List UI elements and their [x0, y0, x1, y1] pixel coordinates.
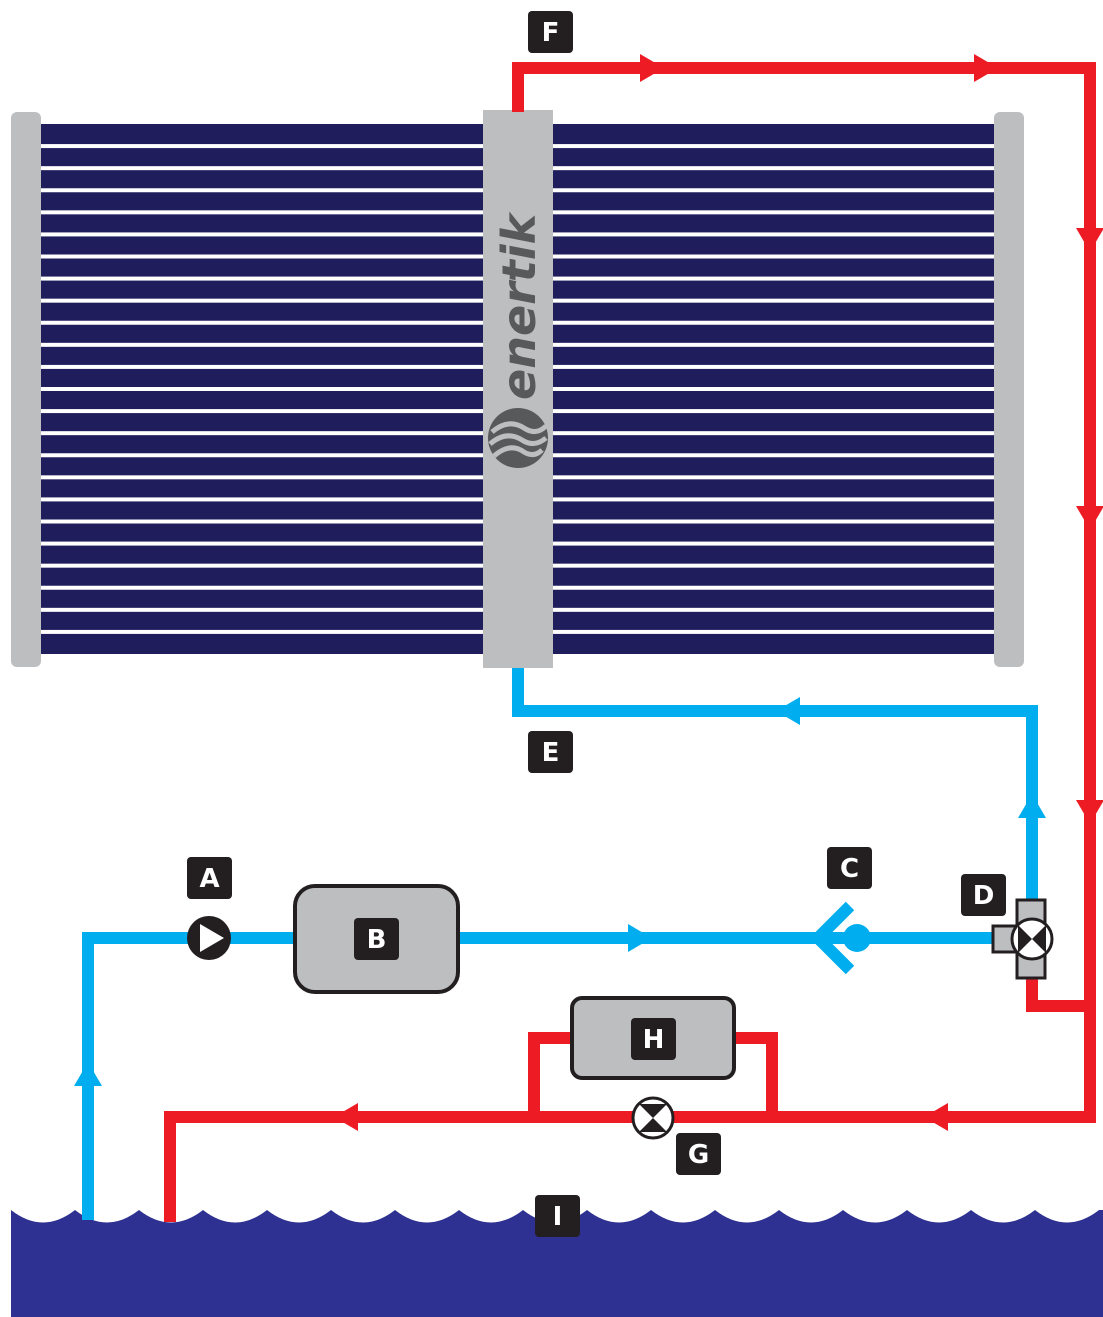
flow-arrow-icon	[1076, 506, 1103, 530]
tube-separator	[552, 276, 994, 281]
flow-arrow-icon	[924, 1103, 948, 1131]
tube-separator	[552, 585, 994, 590]
label-a-badge: A	[187, 857, 232, 899]
tube-separator	[552, 342, 994, 347]
tube-separator	[41, 541, 483, 546]
label-h: H	[643, 1025, 665, 1055]
tube-separator	[552, 629, 994, 634]
label-i: I	[553, 1202, 563, 1232]
valve-hot-branch-pipe	[1026, 978, 1090, 1012]
panel-tube-separators	[41, 144, 994, 634]
tube-separator	[41, 254, 483, 259]
flow-arrow-icon	[776, 697, 800, 725]
tube-separator	[552, 607, 994, 612]
label-c-badge: C	[827, 847, 872, 889]
tube-separator	[552, 453, 994, 458]
tube-separator	[552, 254, 994, 259]
label-d-badge: D	[961, 874, 1006, 916]
tube-separator	[552, 409, 994, 414]
collector-inlet-pipe	[512, 668, 1038, 900]
pool-suction-pipe	[82, 932, 995, 1220]
tube-separator	[552, 188, 994, 193]
tube-separator	[552, 541, 994, 546]
panel-right-header	[994, 112, 1024, 667]
tube-separator	[41, 387, 483, 391]
tube-separator	[41, 144, 483, 149]
label-g-badge: G	[676, 1133, 721, 1175]
tube-separator	[41, 629, 483, 634]
flow-arrows	[74, 54, 1103, 1131]
tube-separator	[552, 320, 994, 325]
label-d: D	[973, 881, 995, 911]
pool-water	[11, 1210, 1103, 1317]
check-valve-icon[interactable]	[809, 901, 871, 975]
tube-separator	[41, 320, 483, 325]
tube-separator	[552, 387, 994, 391]
tube-separator	[552, 364, 994, 369]
tube-separator	[552, 144, 994, 149]
label-badges: A B C D E F G H	[187, 11, 1006, 1237]
tube-separator	[552, 497, 994, 502]
solar-collector-panel: enertik	[11, 110, 1024, 668]
flow-arrow-icon	[74, 1062, 102, 1086]
tube-separator	[41, 475, 483, 480]
tube-separator	[41, 563, 483, 568]
tube-separator	[552, 563, 994, 568]
heater-bypass-loop-pipe	[528, 1032, 778, 1117]
label-a: A	[199, 864, 219, 894]
tube-separator	[41, 232, 483, 237]
tube-separator	[41, 166, 483, 171]
tube-separator	[41, 276, 483, 281]
tube-separator	[552, 519, 994, 524]
tube-separator	[552, 298, 994, 303]
flow-arrow-icon	[628, 924, 652, 952]
label-i-badge: I	[535, 1195, 580, 1237]
label-f-badge: F	[528, 11, 573, 53]
flow-arrow-icon	[974, 54, 998, 82]
label-f: F	[542, 18, 560, 48]
label-h-badge: H	[631, 1018, 676, 1060]
tube-separator	[552, 166, 994, 171]
tube-separator	[41, 607, 483, 612]
tube-separator	[41, 364, 483, 369]
label-e: E	[542, 738, 560, 768]
pump-icon[interactable]	[187, 916, 231, 960]
panel-left-header	[11, 112, 41, 667]
tube-separator	[41, 585, 483, 590]
flow-arrow-icon	[1076, 228, 1103, 252]
flow-arrow-icon	[1076, 800, 1103, 824]
tube-separator	[552, 475, 994, 480]
tube-separator	[41, 453, 483, 458]
tube-separator	[552, 232, 994, 237]
brand-name: enertik	[492, 211, 546, 400]
swirl-logo-icon	[488, 408, 548, 468]
collector-outlet-pipe	[164, 62, 1096, 1222]
hot-water-lines	[164, 62, 1096, 1222]
panel-center-manifold	[483, 110, 553, 668]
tube-separator	[552, 431, 994, 436]
label-g: G	[688, 1140, 709, 1170]
label-b: B	[367, 925, 387, 955]
three-way-valve-icon[interactable]	[991, 898, 1054, 980]
tube-separator	[41, 497, 483, 502]
tube-separator	[41, 431, 483, 436]
tube-separator	[552, 210, 994, 215]
label-e-badge: E	[528, 731, 573, 773]
tube-separator	[41, 210, 483, 215]
tube-separator	[41, 342, 483, 347]
flow-arrow-icon	[1018, 794, 1046, 818]
tube-separator	[41, 519, 483, 524]
flow-arrow-icon	[640, 54, 664, 82]
label-c: C	[840, 854, 859, 884]
valve-icon[interactable]	[631, 1096, 675, 1140]
tube-separator	[41, 409, 483, 414]
tube-separator	[41, 188, 483, 193]
flow-arrow-icon	[334, 1103, 358, 1131]
tube-separator	[41, 298, 483, 303]
label-b-badge: B	[354, 918, 399, 960]
